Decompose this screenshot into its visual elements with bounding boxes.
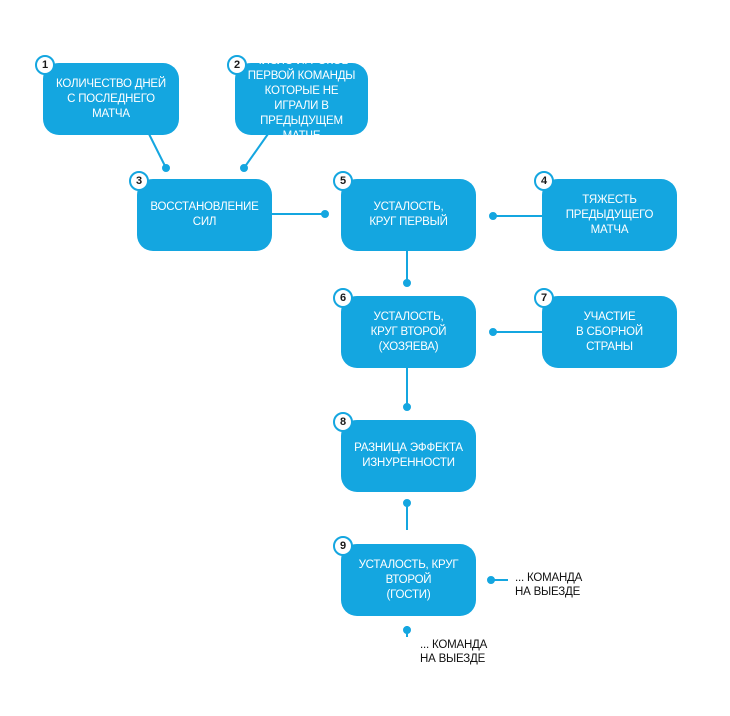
node-6: 6 Усталость, круг второй (хозяева) — [333, 288, 476, 368]
node-2: 2 Число игроков первой команды которые н… — [227, 55, 368, 142]
node-1: 1 Количество дней с последнего матча — [35, 55, 179, 135]
node-4-badge: 4 — [534, 171, 554, 191]
node-1-label: Количество дней с последнего матча — [56, 77, 166, 120]
node-8-label: Разница эффекта изнуренности — [354, 442, 463, 469]
node-3: 3 Восстановление сил — [129, 171, 272, 251]
node-6-badge: 6 — [333, 288, 353, 308]
node-8-badge: 8 — [333, 412, 353, 432]
node-6-label: Усталость, круг второй (хозяева) — [370, 310, 447, 353]
node-7-label: Участие в сборной страны — [576, 310, 643, 353]
edge-3-5-dot — [321, 210, 329, 218]
node-5-badge: 5 — [333, 171, 353, 191]
node-1-badge: 1 — [35, 55, 55, 75]
node-9-badge: 9 — [333, 536, 353, 556]
edge-8-9-dot — [403, 499, 411, 507]
node-5-label: Усталость, круг первый — [369, 201, 448, 228]
node-4-label: Тяжесть предыдущего матча — [565, 193, 654, 236]
note-bottom: ... команда на выезде — [420, 639, 488, 665]
node-8: 8 Разница эффекта изнуренности — [333, 412, 476, 492]
node-7: 7 Участие в сборной страны — [534, 288, 677, 368]
node-4: 4 Тяжесть предыдущего матча — [534, 171, 677, 251]
edge-9-right-dot — [487, 576, 495, 584]
edge-1-3 — [148, 133, 167, 169]
edge-5-6-dot — [403, 279, 411, 287]
note-right: ... команда на выезде — [515, 572, 583, 598]
edge-7-6-dot — [489, 328, 497, 336]
node-3-badge: 3 — [129, 171, 149, 191]
edge-2-3-dot — [240, 164, 248, 172]
node-2-badge: 2 — [227, 55, 247, 75]
node-9-label: Усталость, круг второй (гости) — [358, 558, 459, 601]
edge-2-3 — [243, 133, 269, 169]
node-3-label: Восстановление сил — [150, 201, 259, 228]
node-5: 5 Усталость, круг первый — [333, 171, 476, 251]
node-7-badge: 7 — [534, 288, 554, 308]
node-2-label: Число игроков первой команды которые не … — [247, 55, 356, 142]
edge-6-8-dot — [403, 403, 411, 411]
edge-1-3-dot — [162, 164, 170, 172]
node-9: 9 Усталость, круг второй (гости) — [333, 536, 476, 616]
edge-9-bottom-dot — [403, 626, 411, 634]
edge-4-5-dot — [489, 212, 497, 220]
